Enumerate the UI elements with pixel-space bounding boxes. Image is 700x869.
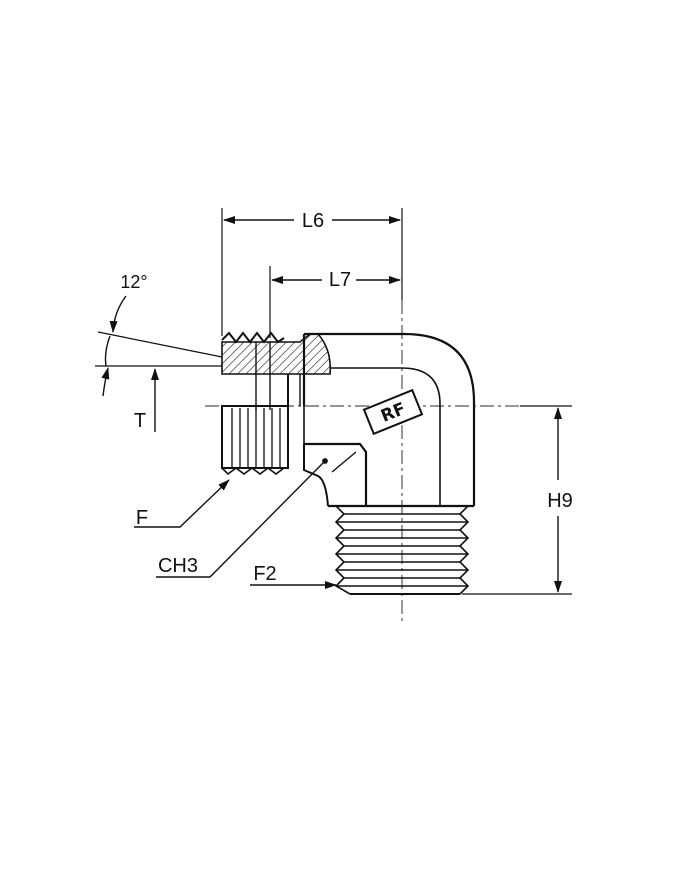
- lower-thread-lines: [231, 408, 281, 468]
- l7-label: L7: [329, 269, 351, 291]
- outer-contour: [304, 332, 476, 506]
- t-label: T: [134, 410, 146, 432]
- ch3-label: CH3: [158, 555, 198, 577]
- bottom-thread-left-profile: [334, 505, 351, 595]
- bottom-thread-right-profile: [458, 505, 470, 595]
- left-port: [221, 331, 332, 476]
- inner-contour: [330, 367, 441, 506]
- f-label: F: [136, 507, 148, 529]
- f2-label: F2: [253, 563, 276, 585]
- f-leader: [134, 479, 230, 528]
- ch3-leader: [156, 451, 357, 578]
- angle-dimension: [101, 295, 127, 397]
- rf-logo: RF: [362, 388, 424, 436]
- l6-label: L6: [302, 210, 324, 232]
- elbow-body: [302, 332, 476, 508]
- angle-label: 12°: [120, 272, 147, 292]
- extension-lines: [95, 208, 572, 595]
- wrench-flat: [304, 442, 368, 506]
- h9-label: H9: [547, 490, 573, 512]
- top-thread-profile: [221, 331, 285, 344]
- bottom-thread: [334, 505, 470, 595]
